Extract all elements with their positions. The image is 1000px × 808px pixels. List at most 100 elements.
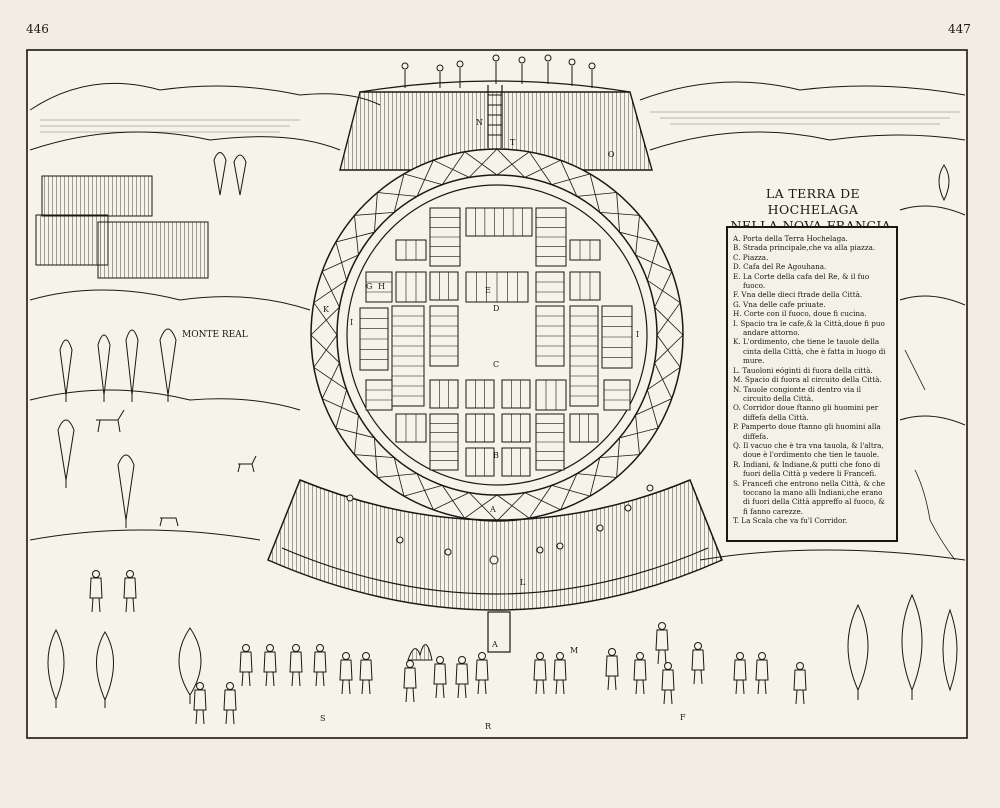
legend-item: N. Tauole congionte di dentro via il cir… xyxy=(733,384,862,403)
figure-body xyxy=(475,659,489,695)
legend-item: K. L'ordimento, che tiene le tauole dell… xyxy=(733,337,886,366)
lattice-strut xyxy=(468,148,498,178)
lattice-strut xyxy=(310,334,340,364)
lattice-strut xyxy=(322,398,359,416)
figure xyxy=(89,570,103,613)
figure-head xyxy=(458,656,466,664)
figure-head xyxy=(292,644,300,652)
lattice-strut xyxy=(313,366,347,391)
legend-item: T. La Scala che va fu'l Corridor. xyxy=(733,516,848,526)
figure-head xyxy=(242,644,250,652)
longhouse xyxy=(501,413,531,443)
letter-I-right: I xyxy=(636,330,640,339)
lattice-strut xyxy=(656,302,681,336)
figure xyxy=(339,652,353,695)
lattice-strut xyxy=(589,457,601,497)
longhouses-grid xyxy=(359,207,633,477)
legend-cartouche: A. Porta della Terra Hochelaga.B. Strada… xyxy=(726,226,898,542)
lattice-strut xyxy=(616,437,620,478)
figure-body xyxy=(661,669,675,705)
letter-S: S xyxy=(320,714,326,723)
longhouse xyxy=(395,239,427,261)
longhouse xyxy=(395,271,427,303)
lattice-strut xyxy=(403,485,443,497)
figure-head xyxy=(92,570,100,578)
figure-body xyxy=(239,651,253,687)
longhouse xyxy=(465,447,495,477)
figure xyxy=(633,652,647,695)
trees-left xyxy=(47,152,247,708)
lattice-strut xyxy=(496,148,526,178)
letter-D: D xyxy=(493,304,500,313)
figure xyxy=(239,644,253,687)
figure-body xyxy=(691,649,705,685)
longhouse xyxy=(603,379,631,411)
legend-item: M. Spacio di fuora al circuito della Cit… xyxy=(733,375,882,385)
legend-item: P. Pamperto doue ftanno gli huomini alla… xyxy=(733,422,881,441)
lattice-strut xyxy=(433,492,470,511)
figure xyxy=(223,682,237,725)
lattice-strut xyxy=(528,485,553,519)
letter-M: M xyxy=(570,646,579,655)
figure-head xyxy=(758,652,766,660)
lattice-strut xyxy=(354,454,395,458)
hills xyxy=(29,81,966,561)
longhouse xyxy=(569,413,599,443)
lattice-strut xyxy=(576,192,617,197)
figure-head xyxy=(342,652,350,660)
animals xyxy=(96,409,257,527)
longhouse xyxy=(465,207,533,237)
letter-O: O xyxy=(608,150,615,159)
lattice-strut xyxy=(313,302,338,336)
figure-body xyxy=(193,689,207,725)
figure-head xyxy=(126,570,134,578)
figure-head xyxy=(536,652,544,660)
lattice-strut xyxy=(599,212,640,216)
letter-A-outer: A xyxy=(492,640,498,649)
figure xyxy=(655,622,669,665)
figure xyxy=(605,648,619,691)
figure-body xyxy=(733,659,747,695)
letter-R: R xyxy=(485,722,492,731)
fields xyxy=(35,175,209,279)
lattice-strut xyxy=(393,457,405,497)
figure-head xyxy=(196,682,204,690)
figure-head xyxy=(664,662,672,670)
lattice-strut xyxy=(654,306,684,336)
lattice-strut xyxy=(433,159,470,178)
longhouse xyxy=(365,379,393,411)
longhouse xyxy=(465,413,495,443)
figure-body xyxy=(223,689,237,725)
longhouse xyxy=(429,271,459,301)
lattice-strut xyxy=(616,192,620,233)
lattice-strut xyxy=(496,494,530,519)
lattice-strut xyxy=(313,279,347,304)
streams xyxy=(904,349,956,561)
letter-G: G xyxy=(366,282,373,291)
figure-body xyxy=(605,655,619,691)
legend-item: A. Porta della Terra Hochelaga. xyxy=(733,234,848,243)
figure-body xyxy=(123,577,137,613)
figure-head xyxy=(636,652,644,660)
figure-body xyxy=(655,629,669,665)
lattice-strut xyxy=(635,398,672,416)
figure-head xyxy=(316,644,324,652)
lattice-strut xyxy=(496,492,526,522)
letter-A-gate: A xyxy=(490,505,496,514)
figure xyxy=(289,644,303,687)
longhouse xyxy=(569,239,601,261)
lattice-strut xyxy=(354,215,359,256)
figure xyxy=(733,652,747,695)
figure xyxy=(403,660,417,703)
lattice-strut xyxy=(496,151,530,176)
figure-body xyxy=(289,651,303,687)
page-number-right: 447 xyxy=(948,22,971,36)
lattice-strut xyxy=(441,151,466,185)
lattice-strut xyxy=(647,366,681,391)
lattice-strut xyxy=(335,389,347,429)
figure-body xyxy=(263,651,277,687)
lattice-strut xyxy=(354,414,359,455)
lattice-strut xyxy=(377,473,418,478)
